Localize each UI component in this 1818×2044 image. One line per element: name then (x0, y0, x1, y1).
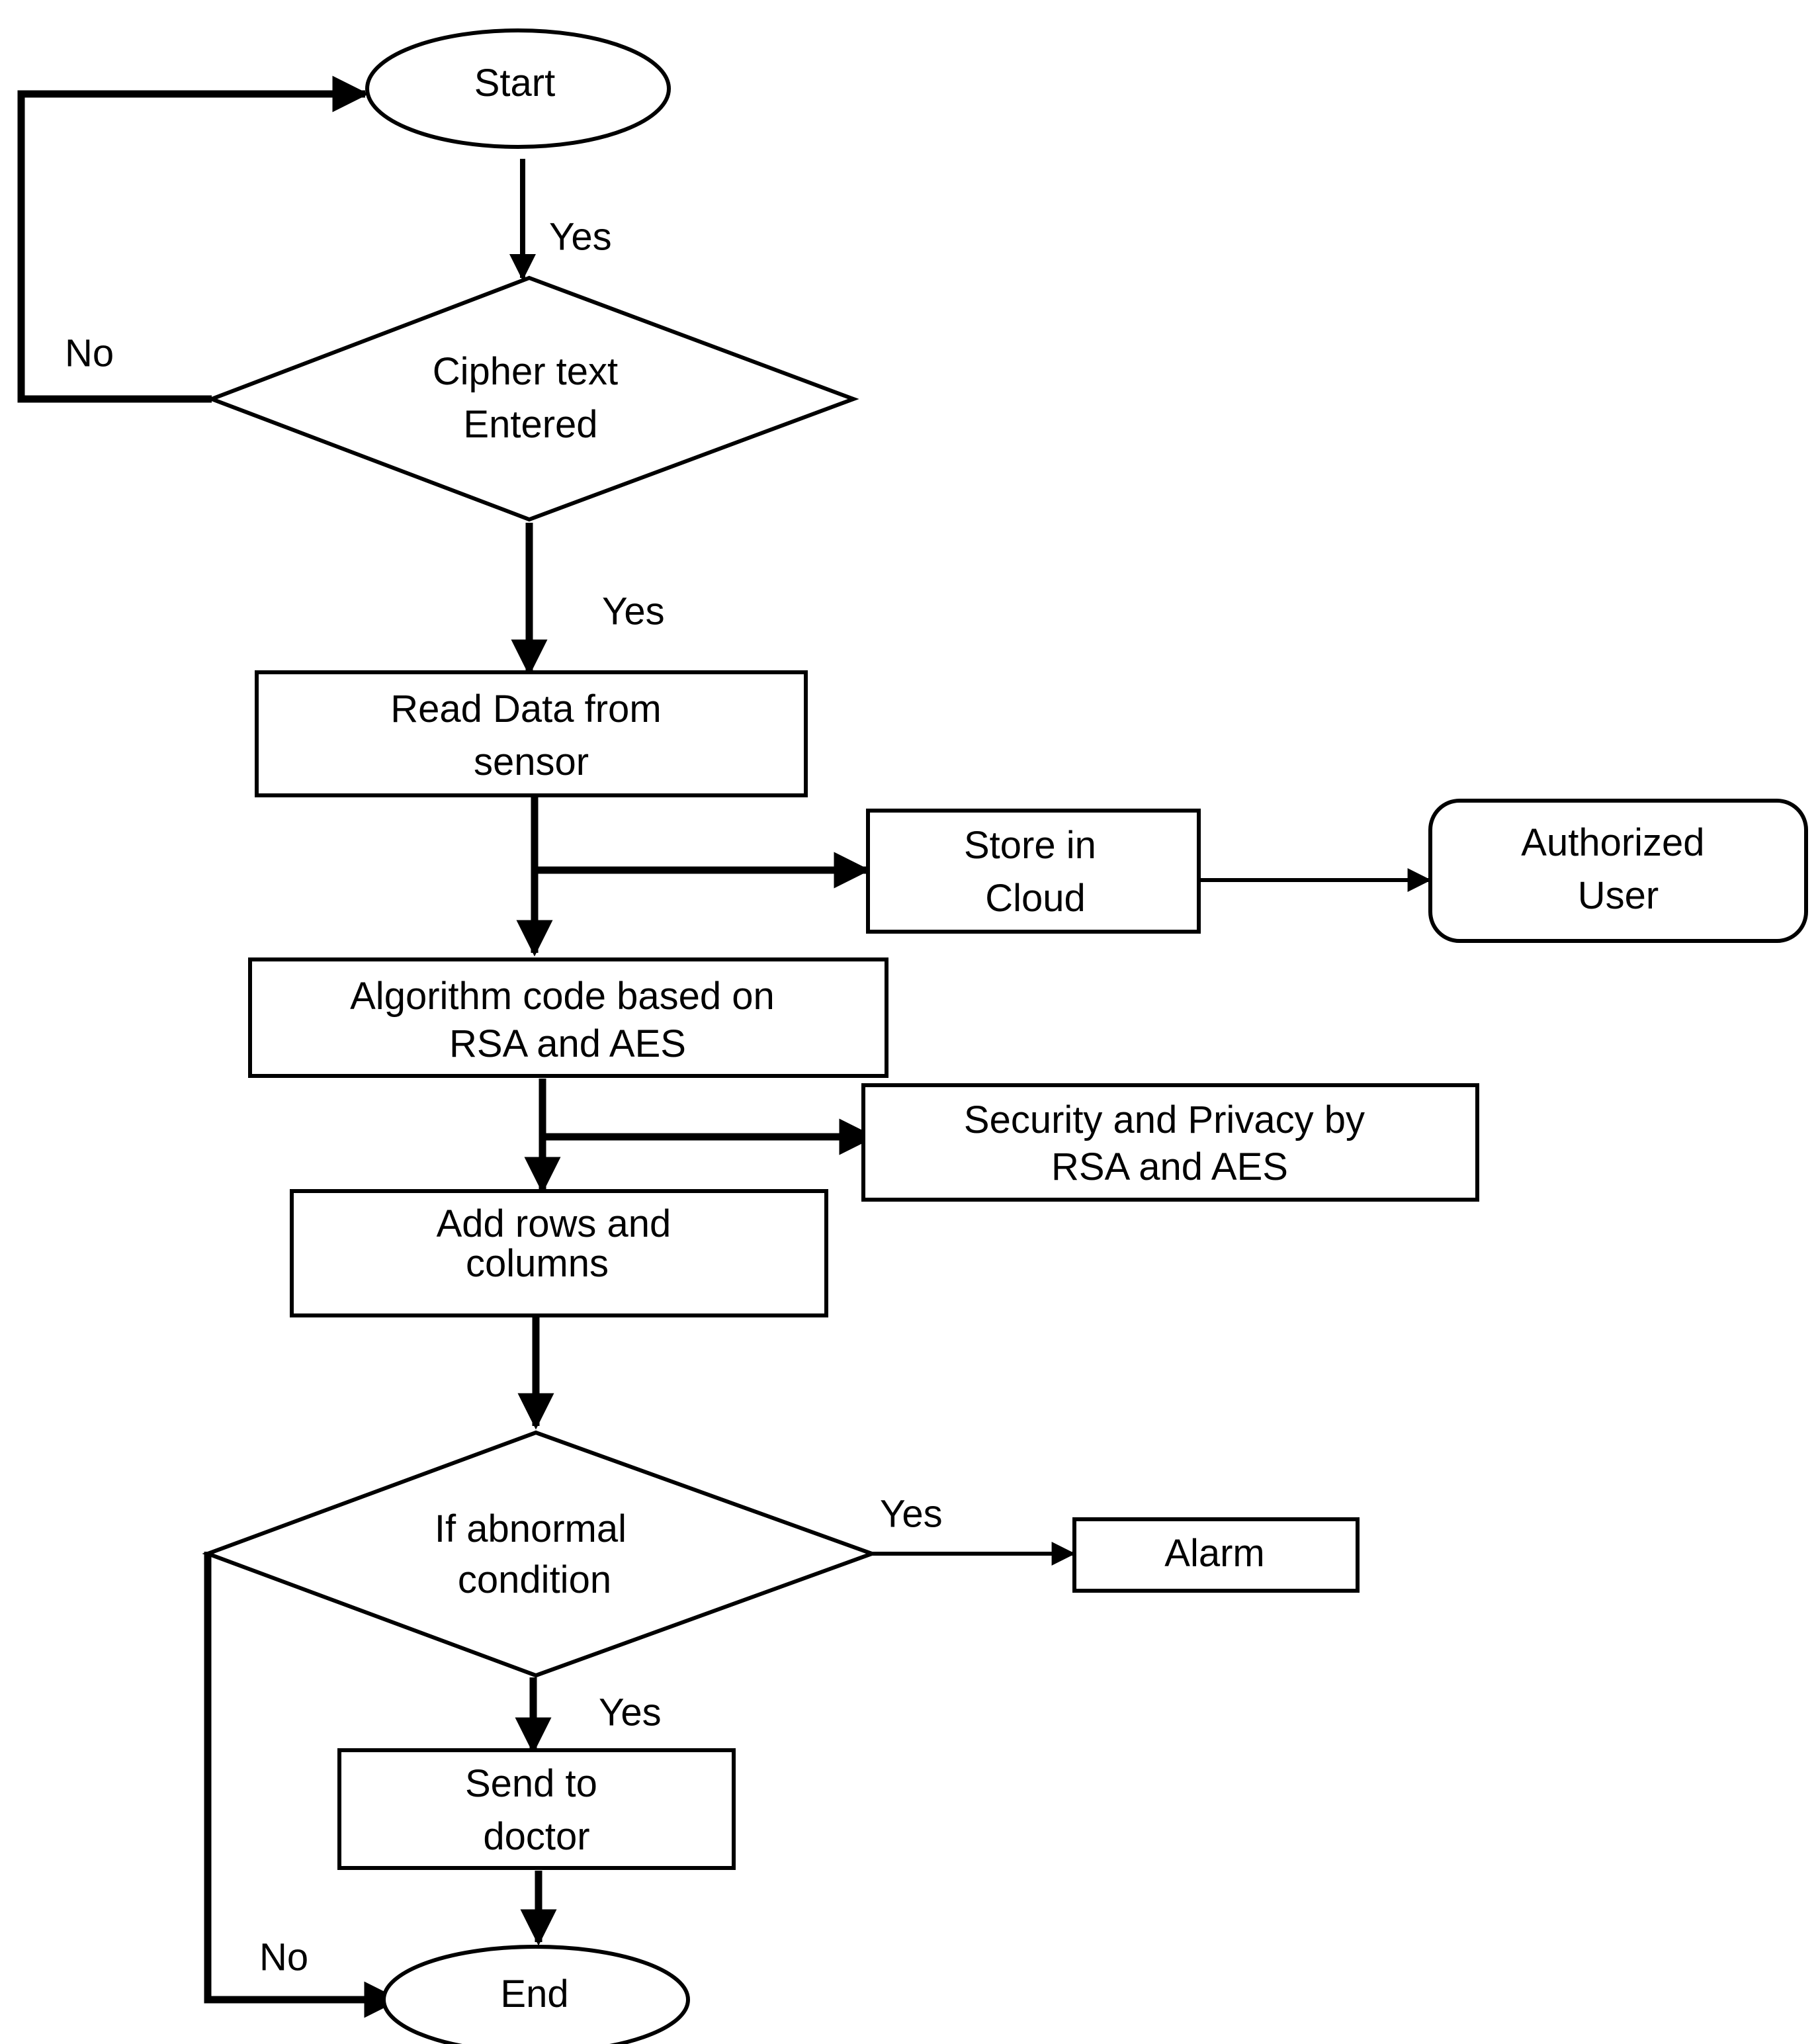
algorithm-process (248, 957, 888, 1078)
connectors (17, 75, 1432, 2018)
read-data-label: Read Data from sensor (390, 688, 672, 783)
add-rows-process (290, 1189, 828, 1317)
store-cloud-label: Store in Cloud (964, 824, 1107, 920)
read-data-process (255, 670, 808, 797)
cipher-label: Cipher text Entered (433, 350, 629, 446)
yes-label-start: Yes (549, 215, 612, 258)
authorized-user-terminal (1428, 799, 1808, 943)
edge-labels: Yes No Yes Yes Yes No (65, 215, 943, 1978)
send-doctor-process (337, 1748, 736, 1870)
shapes (202, 28, 1808, 2044)
security-privacy-process (861, 1083, 1479, 1202)
add-rows-label: Add rows and columns (437, 1202, 682, 1285)
no-label-cipher: No (65, 332, 114, 375)
alarm-label: Alarm (1164, 1532, 1264, 1575)
algorithm-label: Algorithm code based on RSA and AES (350, 975, 785, 1065)
send-doctor-label: Send to doctor (465, 1762, 608, 1858)
cipher-decision (206, 275, 859, 522)
end-terminal (382, 1945, 690, 2044)
authorized-user-label: Authorized User (1521, 821, 1715, 917)
alarm-process (1072, 1517, 1360, 1593)
start-label: Start (474, 62, 556, 105)
node-labels: Start Cipher text Entered Read Data from… (350, 62, 1715, 2016)
store-cloud-process (866, 809, 1201, 934)
yes-label-send: Yes (599, 1691, 662, 1734)
no-label-end: No (259, 1935, 308, 1978)
start-terminal (365, 28, 671, 149)
yes-label-cipher: Yes (602, 590, 665, 633)
yes-label-alarm: Yes (880, 1492, 943, 1535)
arrow-cipher-no-loop (17, 75, 369, 403)
security-privacy-label: Security and Privacy by RSA and AES (964, 1098, 1375, 1188)
arrow-abnormal-no-to-end (204, 1552, 401, 2018)
abnormal-label: If abnormal condition (435, 1507, 637, 1601)
abnormal-decision (202, 1430, 878, 1678)
end-label: End (500, 1973, 568, 2016)
